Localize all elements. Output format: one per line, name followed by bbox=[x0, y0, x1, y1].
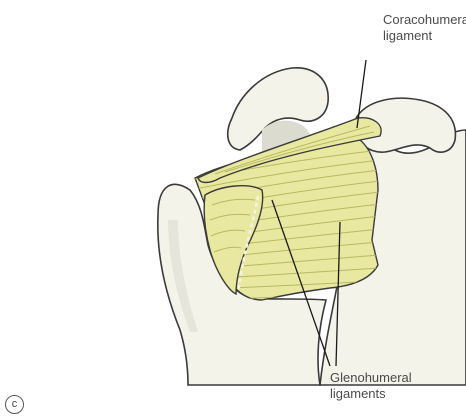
glenohumeral-label-line-1: Glenohumeral bbox=[330, 370, 412, 386]
glenohumeral-ligaments-label: Glenohumeral ligaments bbox=[330, 370, 412, 402]
coracohumeral-label-line-1: Coracohumeral bbox=[383, 12, 466, 28]
panel-letter: c bbox=[5, 395, 24, 414]
coracohumeral-ligament-label: Coracohumeral ligament bbox=[383, 12, 466, 44]
glenohumeral-label-line-2: ligaments bbox=[330, 386, 412, 402]
coracohumeral-label-line-2: ligament bbox=[383, 28, 466, 44]
